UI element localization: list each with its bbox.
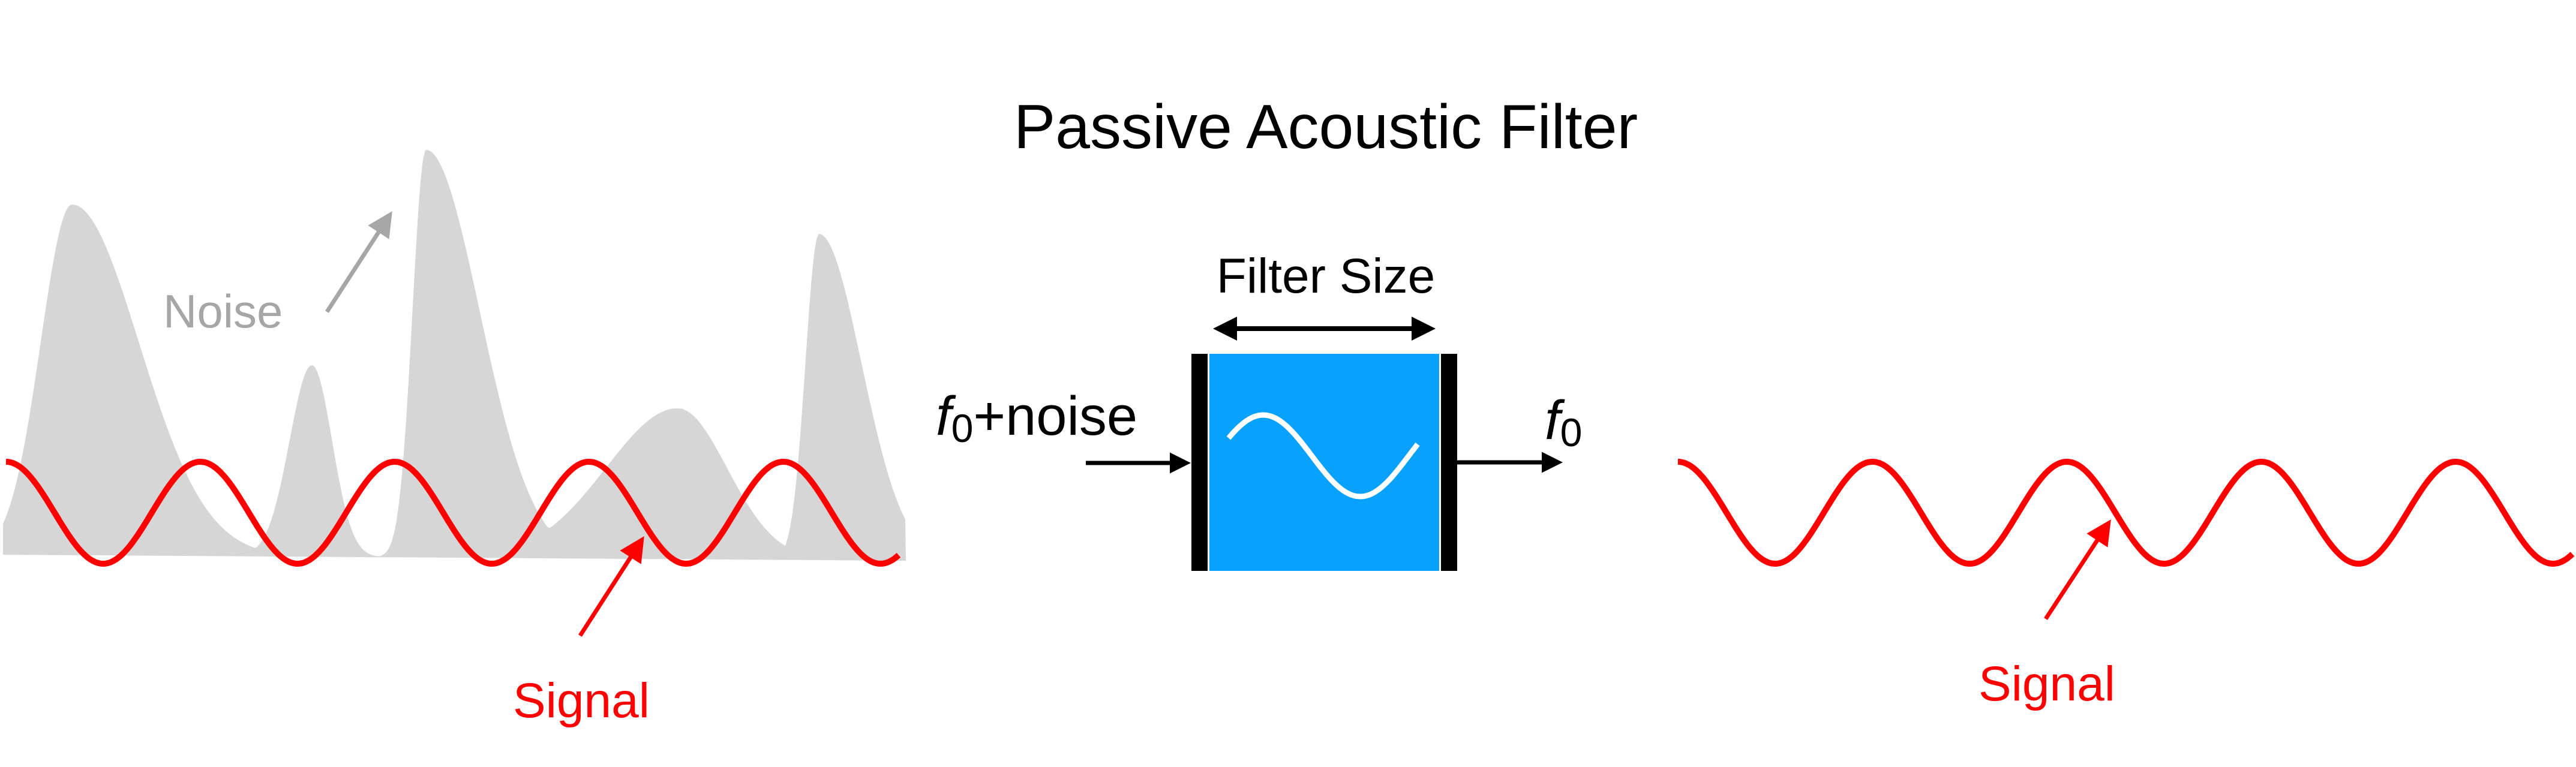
input-symbol: f xyxy=(936,386,951,447)
filter-input-label: f0+noise xyxy=(936,386,1138,449)
output-panel xyxy=(1677,458,2575,620)
signal-arrow-icon xyxy=(578,536,644,637)
noise-arrow-icon xyxy=(325,211,392,313)
output-subscript: 0 xyxy=(1560,410,1583,455)
input-subscript: 0 xyxy=(951,406,974,451)
input-suffix: +noise xyxy=(973,386,1138,447)
filter-output-label: f0 xyxy=(1545,390,1582,453)
filter-right-wall xyxy=(1441,354,1457,571)
output-signal-label: Signal xyxy=(1978,657,2115,711)
output-symbol: f xyxy=(1545,390,1560,451)
filter-block xyxy=(1086,317,1563,571)
filter-size-label: Filter Size xyxy=(1216,249,1436,303)
input-signal-label: Signal xyxy=(513,673,650,728)
noise-label: Noise xyxy=(163,285,283,338)
noise-waveform xyxy=(3,150,906,561)
output-signal-waveform xyxy=(1677,458,2575,567)
input-signal-waveform xyxy=(5,458,901,567)
signal-arrow-icon xyxy=(2044,519,2111,620)
sine-wave-icon xyxy=(1226,412,1420,500)
page-title: Passive Acoustic Filter xyxy=(1013,92,1638,162)
input-panel xyxy=(3,150,906,637)
filter-left-wall xyxy=(1191,354,1208,571)
